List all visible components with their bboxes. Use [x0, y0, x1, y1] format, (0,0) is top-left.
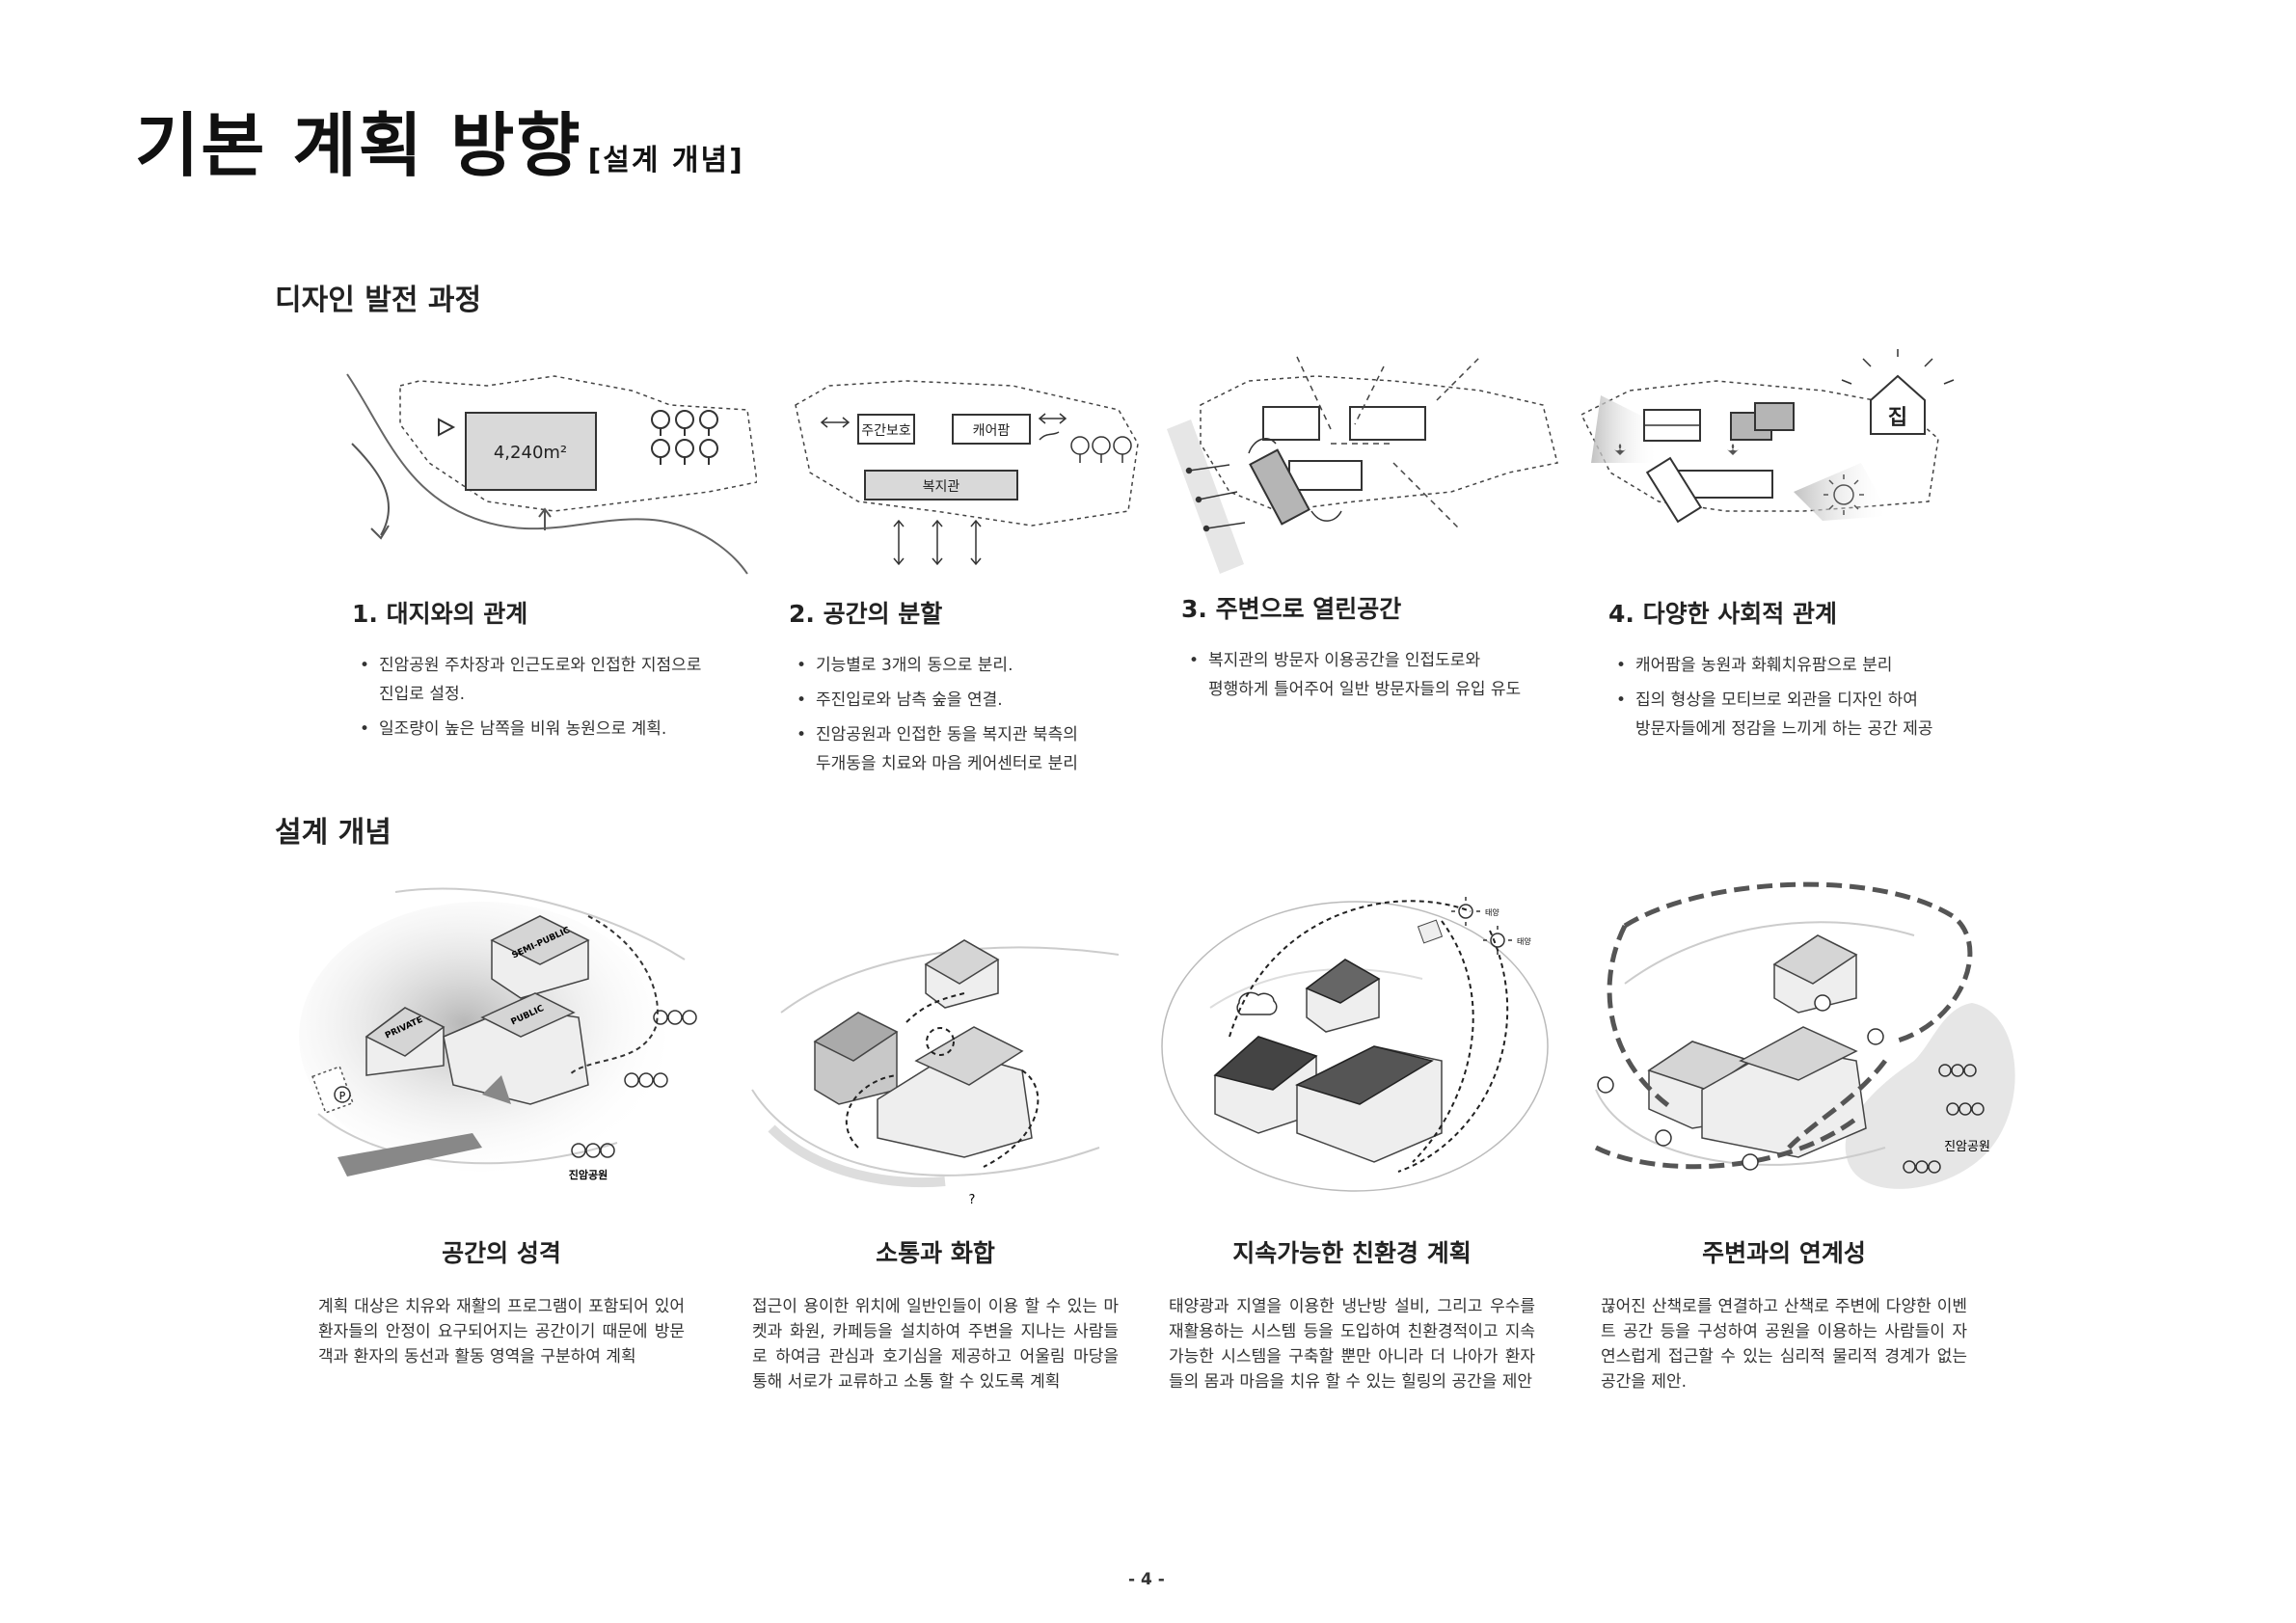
step-3-title: 3. 주변으로 열린공간 — [1181, 590, 1586, 625]
concept-1-title: 공간의 성격 — [318, 1234, 685, 1269]
concept-3: 지속가능한 친환경 계획 태양광과 지열을 이용한 냉난방 설비, 그리고 우수… — [1169, 1234, 1535, 1394]
concept-diagram-eco: 태양 태양 — [1152, 882, 1557, 1201]
concept-1: 공간의 성격 계획 대상은 치유와 재활의 프로그램이 포함되어 있어 환자들의… — [318, 1234, 685, 1369]
step-4: 4. 다양한 사회적 관계 캐어팜을 농원과 화훼치유팜으로 분리 집의 형상을… — [1608, 595, 2013, 749]
concept-heading: 설계 개념 — [275, 808, 392, 851]
step-1-title: 1. 대지와의 관계 — [352, 595, 757, 630]
step-2-bullet: 진암공원과 인접한 동을 복지관 북측의 두개동을 치료와 마음 케어센터로 분… — [789, 720, 1165, 778]
concept-diagram-connection: 진암공원 — [1567, 868, 2030, 1215]
concept-3-title: 지속가능한 친환경 계획 — [1169, 1234, 1535, 1269]
concept-3-text: 태양광과 지열을 이용한 냉난방 설비, 그리고 우수를 재활용하는 시스템 등… — [1169, 1294, 1535, 1394]
step-4-title: 4. 다양한 사회적 관계 — [1608, 595, 2013, 630]
house-label: 집 — [1888, 406, 1907, 430]
concept-diagram-communication: ? — [743, 897, 1128, 1215]
step-4-bullet: 집의 형상을 모티브로 외관을 디자인 하여 방문자들에게 정감을 느끼게 하는… — [1608, 686, 2013, 744]
concept-2: 소통과 화합 접근이 용이한 위치에 일반인들이 이용 할 수 있는 마켓과 화… — [752, 1234, 1119, 1394]
svg-text:P: P — [339, 1090, 346, 1102]
step-3-bullet: 복지관의 방문자 이용공간을 인접도로와 평행하게 틀어주어 일반 방문자들의 … — [1181, 646, 1586, 704]
step-2-title: 2. 공간의 분할 — [789, 595, 1165, 630]
svg-text:진암공원: 진암공원 — [569, 1168, 608, 1181]
svg-text:?: ? — [969, 1193, 976, 1207]
concept-2-title: 소통과 화합 — [752, 1234, 1119, 1269]
step-1: 1. 대지와의 관계 진암공원 주차장과 인근도로와 인접한 지점으로 진입로 … — [352, 595, 757, 749]
page-subtitle: [설계 개념] — [588, 144, 744, 177]
diagram-site-relation: 4,240m² — [342, 366, 757, 579]
step-1-bullet: 진암공원 주차장과 인근도로와 인접한 지점으로 진입로 설정. — [352, 651, 757, 709]
step-2-bullet: 기능별로 3개의 동으로 분리. — [789, 651, 1165, 680]
step-1-bullet: 일조량이 높은 남쪽을 비워 농원으로 계획. — [352, 715, 757, 744]
page-title: 기본 계획 방향[설계 개념] — [135, 89, 744, 190]
diagram-space-division: 주간보호 캐어팜 복지관 — [791, 376, 1157, 579]
concept-diagram-space-character: P PRIVATE SEMI-PUBLIC PUBLIC 진암공원 — [299, 873, 704, 1201]
svg-text:진암공원: 진암공원 — [1944, 1140, 1990, 1154]
svg-text:태양: 태양 — [1485, 908, 1499, 917]
concept-4: 주변과의 연계성 끊어진 산책로를 연결하고 산책로 주변에 다양한 이벤트 공… — [1601, 1234, 1967, 1394]
page-number: - 4 - — [1128, 1570, 1165, 1589]
svg-text:복지관: 복지관 — [923, 479, 960, 495]
step-4-bullet: 캐어팜을 농원과 화훼치유팜으로 분리 — [1608, 651, 2013, 680]
svg-text:주간보호: 주간보호 — [861, 423, 911, 439]
concept-4-title: 주변과의 연계성 — [1601, 1234, 1967, 1269]
diagram-social-relation: 집 — [1572, 347, 1958, 579]
area-label: 4,240m² — [494, 443, 567, 463]
svg-text:캐어팜: 캐어팜 — [973, 423, 1011, 439]
process-heading: 디자인 발전 과정 — [275, 276, 481, 318]
step-2-bullet: 주진입로와 남측 숲을 연결. — [789, 686, 1165, 715]
concept-1-text: 계획 대상은 치유와 재활의 프로그램이 포함되어 있어 환자들의 안정이 요구… — [318, 1294, 685, 1369]
step-3: 3. 주변으로 열린공간 복지관의 방문자 이용공간을 인접도로와 평행하게 틀… — [1181, 590, 1586, 710]
concept-4-text: 끊어진 산책로를 연결하고 산책로 주변에 다양한 이벤트 공간 등을 구성하여… — [1601, 1294, 1967, 1394]
concept-2-text: 접근이 용이한 위치에 일반인들이 이용 할 수 있는 마켓과 화원, 카페등을… — [752, 1294, 1119, 1394]
diagram-open-space — [1162, 347, 1567, 579]
step-2: 2. 공간의 분할 기능별로 3개의 동으로 분리. 주진입로와 남측 숲을 연… — [789, 595, 1165, 784]
page-title-text: 기본 계획 방향 — [135, 105, 582, 186]
svg-text:태양: 태양 — [1517, 937, 1531, 946]
